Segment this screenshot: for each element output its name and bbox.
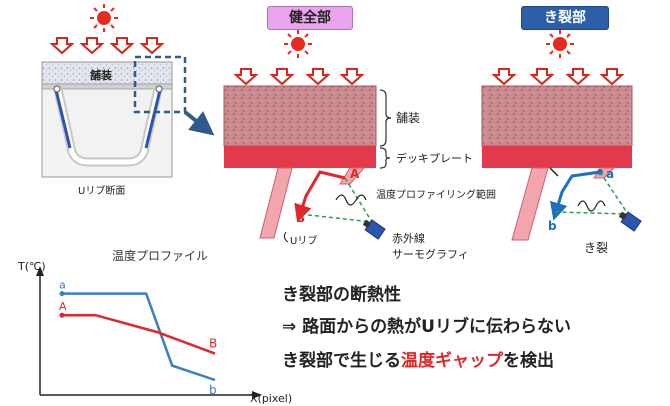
y-axis-label: T(℃) [17, 260, 46, 273]
temperature-profile-path [294, 170, 346, 223]
heat-arrow-icon [341, 68, 363, 85]
series-end-label: B [209, 337, 217, 351]
crack-label: き裂 [584, 241, 608, 255]
conclusion-line3: き裂部で生じる温度ギャップを検出 [282, 346, 554, 371]
heat-arrow-icon [51, 37, 73, 54]
heat-arrow-icon [493, 68, 515, 85]
left-figure-caption: Uリブ断面 [78, 184, 125, 197]
conclusion-line2: ⇒ 路面からの熱がUリブに伝わらない [282, 317, 571, 337]
series-start-point-a [59, 291, 65, 297]
heat-arrow-icon [235, 68, 257, 85]
deck-plate [482, 146, 632, 168]
heat-arrow-icon [567, 68, 589, 85]
conclusion-line3-prefix: き裂部で生じる [282, 351, 401, 371]
heat-arrow-icon [307, 68, 329, 85]
point-b-label: b [548, 219, 557, 233]
point-a-label: a [606, 167, 614, 181]
conclusion-line3-suffix: を検出 [503, 351, 554, 371]
healthy-section-badge: 健全部 [267, 6, 353, 30]
crack-section-figure: a b き裂 [481, 29, 642, 255]
crack-line [549, 167, 559, 177]
pavement-block [223, 85, 377, 147]
healthy-section-figure: 舗装 デッキプレート A B 温度プロファイリング範囲 Uリブ 赤外線 サーモグ… [223, 29, 496, 261]
series-line-A [62, 313, 216, 355]
crack-section-badge: き裂部 [521, 6, 609, 30]
deck-layer [41, 83, 173, 90]
u-rib-label: Uリブ [290, 234, 317, 247]
sun-icon [283, 29, 313, 59]
series-start-label: a [59, 279, 66, 292]
thermal-camera-icon [362, 219, 386, 240]
left-pavement-label: 舗装 [89, 68, 112, 82]
sun-icon [89, 3, 119, 33]
camera-label-line2: サーモグラフィ [392, 247, 469, 261]
heat-arrow-icon [141, 37, 163, 54]
series-line-a [62, 292, 216, 382]
pavement-block [481, 85, 633, 147]
profiling-range-label: 温度プロファイリング範囲 [376, 188, 496, 201]
heat-arrow-icon [531, 68, 553, 85]
heat-arrow-icon [111, 37, 133, 54]
series-end-label: b [209, 383, 217, 397]
camera-label-line1: 赤外線 [392, 231, 425, 245]
heat-arrow-icon [601, 68, 623, 85]
left-section-figure: 舗装 Uリブ断面 [41, 3, 215, 197]
u-rib-web [259, 167, 293, 239]
thermal-camera-icon [618, 211, 642, 232]
deck-plate [224, 146, 376, 168]
point-A-label: A [350, 167, 360, 181]
u-rib-left-web [54, 89, 72, 149]
heat-arrow-icon [271, 68, 293, 85]
heat-arrow-icon [81, 37, 103, 54]
detail-arrow [183, 110, 215, 136]
deck-plate-label: デッキプレート [396, 151, 473, 165]
series-start-label: A [59, 300, 67, 313]
point-B-label: B [296, 211, 305, 225]
sun-icon [545, 29, 575, 59]
u-rib-right-web [144, 89, 162, 149]
series-start-point-A [59, 312, 65, 318]
temperature-gap-highlight: 温度ギャップ [401, 351, 503, 371]
detail-highlight-box [133, 55, 187, 114]
conclusion-line1: き裂部の断熱性 [282, 285, 401, 305]
u-rib-web [511, 167, 549, 241]
pavement-label: 舗装 [396, 111, 420, 125]
chart-title: 温度プロファイル [112, 248, 208, 263]
crack-temperature-path [549, 170, 601, 221]
